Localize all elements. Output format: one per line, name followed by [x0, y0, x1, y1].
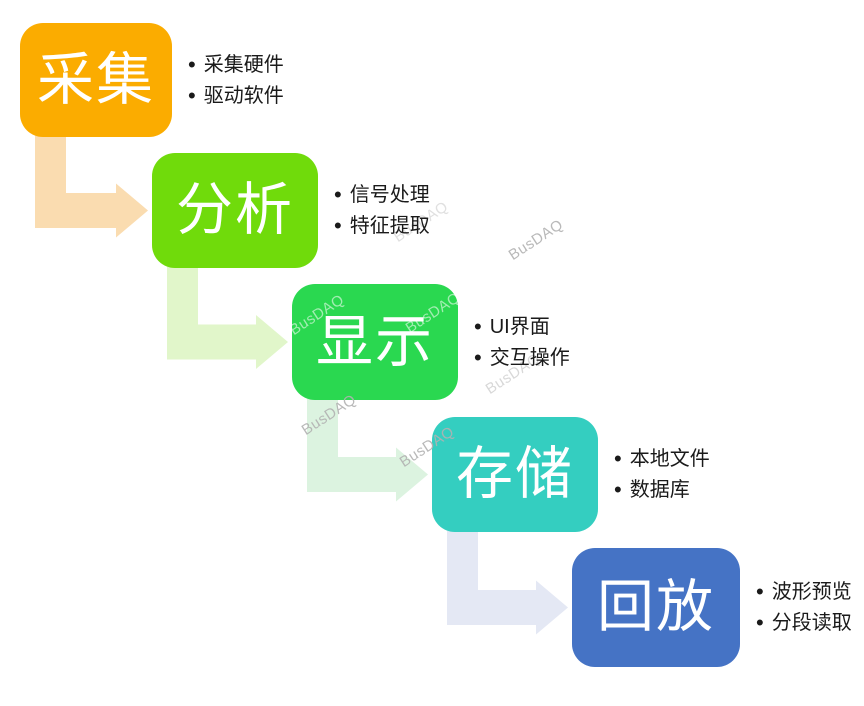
bullet-item: • 数据库 [614, 475, 710, 506]
bullet-text: UI界面 [489, 315, 550, 338]
bullet-item: • 交互操作 [474, 342, 570, 373]
bullet-item: • UI界面 [474, 311, 570, 342]
step-block-store: 存储 [432, 417, 598, 532]
bullet-text: 信号处理 [349, 184, 430, 206]
bullet-text: 驱动软件 [203, 84, 284, 107]
bullet-text: 特征提取 [349, 215, 430, 237]
step-label-playback: 回放 [597, 575, 715, 639]
bullet-text: 分段读取 [771, 612, 852, 634]
bullet-text: 采集硬件 [203, 53, 284, 76]
elbow-arrow-display-to-store [307, 398, 428, 502]
bullet-dot-icon: • [614, 446, 622, 471]
bullet-dot-icon: • [474, 313, 482, 339]
step-label-display: 显示 [316, 309, 434, 374]
step-label-collect: 采集 [37, 47, 155, 112]
step-bullets-store: • 本地文件 • 数据库 [614, 444, 710, 506]
step-label-analyze: 分析 [176, 178, 294, 242]
bullet-item: • 采集硬件 [188, 49, 284, 80]
bullet-dot-icon: • [756, 610, 764, 635]
bullet-dot-icon: • [474, 344, 482, 370]
elbow-arrow-analyze-to-display [167, 266, 288, 369]
step-block-playback: 回放 [572, 548, 740, 667]
bullet-item: • 特征提取 [334, 211, 430, 242]
step-block-display: 显示 [292, 284, 458, 400]
step-block-collect: 采集 [20, 23, 172, 137]
bullet-text: 本地文件 [629, 448, 710, 470]
bullet-text: 交互操作 [489, 346, 570, 369]
bullet-item: • 分段读取 [756, 608, 852, 639]
step-label-store: 存储 [456, 442, 574, 506]
bullet-dot-icon: • [756, 579, 764, 604]
bullet-item: • 波形预览 [756, 577, 852, 608]
step-bullets-display: • UI界面 • 交互操作 [474, 311, 570, 373]
bullet-text: 波形预览 [771, 581, 852, 603]
elbow-arrow-collect-to-analyze [35, 135, 148, 238]
step-bullets-analyze: • 信号处理 • 特征提取 [334, 180, 430, 242]
bullet-item: • 本地文件 [614, 444, 710, 475]
bullet-dot-icon: • [334, 182, 342, 207]
bullet-dot-icon: • [188, 51, 196, 77]
step-bullets-playback: • 波形预览 • 分段读取 [756, 577, 852, 639]
step-bullets-collect: • 采集硬件 • 驱动软件 [188, 49, 284, 111]
bullet-text: 数据库 [629, 479, 690, 501]
step-block-analyze: 分析 [152, 153, 318, 268]
bullet-dot-icon: • [334, 213, 342, 238]
bullet-dot-icon: • [614, 477, 622, 502]
bullet-dot-icon: • [188, 82, 196, 108]
elbow-arrow-store-to-playback [447, 530, 568, 635]
bullet-item: • 信号处理 [334, 180, 430, 211]
bullet-item: • 驱动软件 [188, 80, 284, 111]
